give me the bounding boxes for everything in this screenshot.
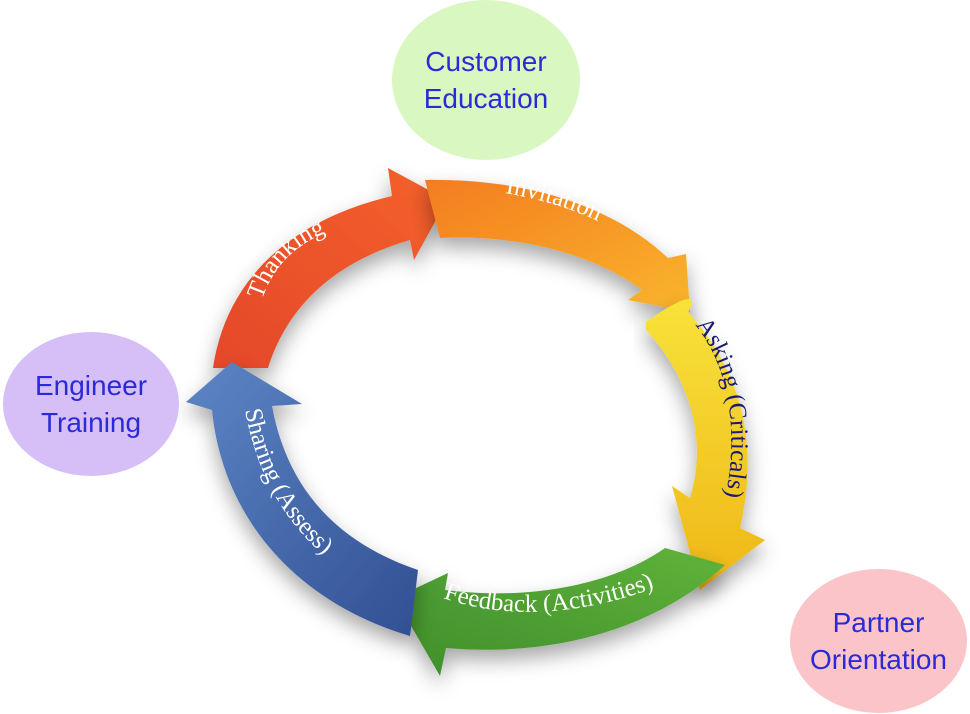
partner-orientation-line2: Orientation (810, 644, 947, 675)
sharing-arrow (186, 362, 418, 636)
engineer-training-line1: Engineer (34, 370, 148, 401)
partner-orientation-bubble: Partner Orientation (790, 569, 967, 713)
customer-education-bubble: Customer Education (392, 0, 580, 160)
feedback-arrow (395, 548, 725, 676)
customer-education-line1: Customer (425, 46, 547, 77)
invitation-arrow (425, 179, 690, 312)
thanking-arrow (213, 168, 447, 368)
asking-arrow (646, 299, 765, 590)
engineer-training-line2: Training (40, 407, 142, 438)
customer-education-line2: Education (423, 83, 549, 114)
partner-orientation-line1: Partner (832, 607, 925, 638)
engineer-training-bubble: Engineer Training (3, 332, 179, 476)
